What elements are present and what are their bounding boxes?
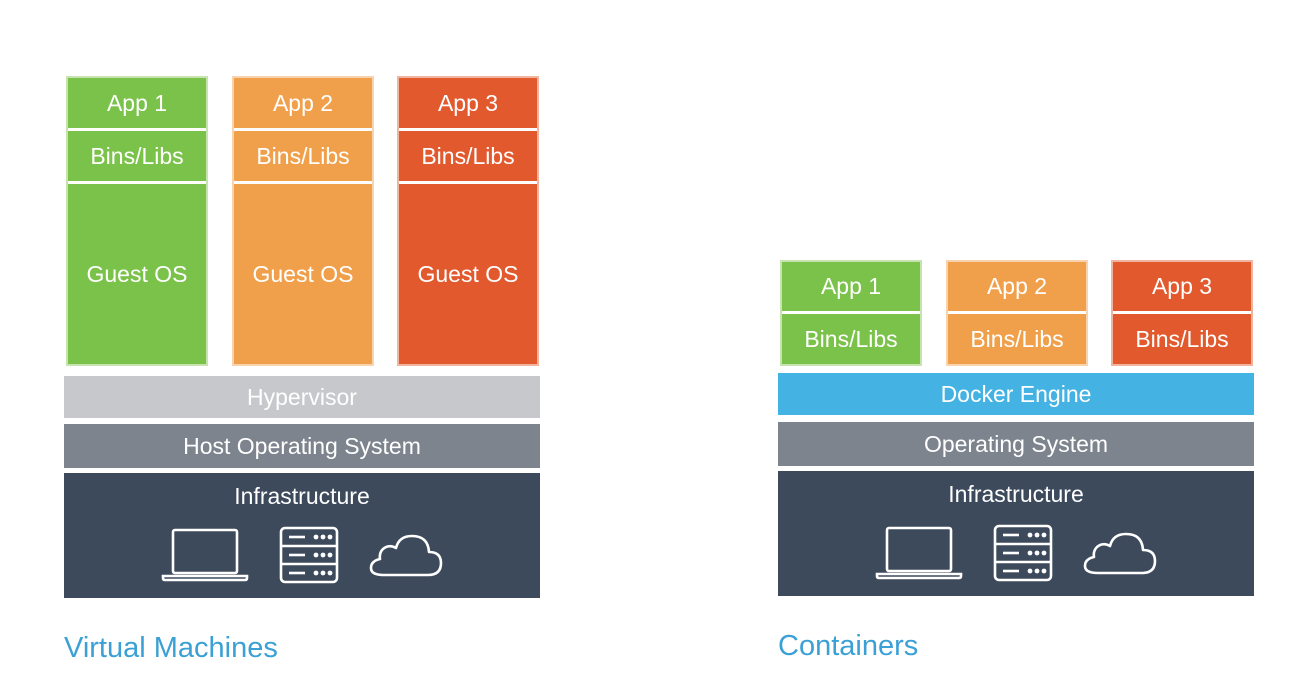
- docker-engine-layer: Docker Engine: [778, 373, 1254, 415]
- divider: [782, 311, 920, 314]
- vm-stack-3: App 3 Bins/Libs Guest OS: [397, 76, 539, 366]
- vm-guest-os-3: Guest OS: [417, 260, 519, 287]
- vm-infrastructure-label: Infrastructure: [234, 483, 370, 509]
- vm-libs-2: Bins/Libs: [256, 142, 350, 169]
- vm-guest-os-1: Guest OS: [86, 260, 188, 287]
- container-stack-2: App 2 Bins/Libs: [946, 260, 1088, 366]
- containers-infrastructure-layer: Infrastructure: [778, 471, 1254, 596]
- container-libs-2: Bins/Libs: [970, 325, 1064, 352]
- divider: [948, 311, 1086, 314]
- containers-infra-icons: [778, 523, 1254, 583]
- divider: [234, 181, 372, 184]
- divider: [399, 181, 537, 184]
- container-app-3: App 3: [1151, 273, 1213, 299]
- operating-system-layer: Operating System: [778, 422, 1254, 466]
- container-stack-3: App 3 Bins/Libs: [1111, 260, 1253, 366]
- vm-app-2: App 2: [272, 89, 334, 116]
- container-app-1: App 1: [820, 273, 882, 299]
- vm-infrastructure-layer: Infrastructure: [64, 473, 540, 598]
- server-icon: [278, 525, 340, 585]
- vm-libs-1: Bins/Libs: [90, 142, 184, 169]
- divider: [399, 128, 537, 131]
- vm-app-1: App 1: [106, 89, 168, 116]
- vm-infra-icons: [64, 525, 540, 585]
- divider: [234, 128, 372, 131]
- laptop-icon: [874, 525, 964, 581]
- container-stack-1: App 1 Bins/Libs: [780, 260, 922, 366]
- hypervisor-layer: Hypervisor: [64, 376, 540, 418]
- cloud-icon: [368, 531, 444, 579]
- laptop-icon: [160, 527, 250, 583]
- server-icon: [992, 523, 1054, 583]
- divider: [68, 181, 206, 184]
- vm-libs-3: Bins/Libs: [421, 142, 515, 169]
- container-libs-1: Bins/Libs: [804, 325, 898, 352]
- container-libs-3: Bins/Libs: [1135, 325, 1229, 352]
- vm-app-3: App 3: [437, 89, 499, 116]
- vm-caption: Virtual Machines: [64, 632, 278, 664]
- containers-caption: Containers: [778, 630, 919, 662]
- divider: [68, 128, 206, 131]
- containers-infrastructure-label: Infrastructure: [948, 481, 1084, 507]
- vm-guest-os-2: Guest OS: [252, 260, 354, 287]
- vm-stack-2: App 2 Bins/Libs Guest OS: [232, 76, 374, 366]
- cloud-icon: [1082, 529, 1158, 577]
- vm-stack-1: App 1 Bins/Libs Guest OS: [66, 76, 208, 366]
- container-app-2: App 2: [986, 273, 1048, 299]
- host-os-layer: Host Operating System: [64, 424, 540, 468]
- divider: [1113, 311, 1251, 314]
